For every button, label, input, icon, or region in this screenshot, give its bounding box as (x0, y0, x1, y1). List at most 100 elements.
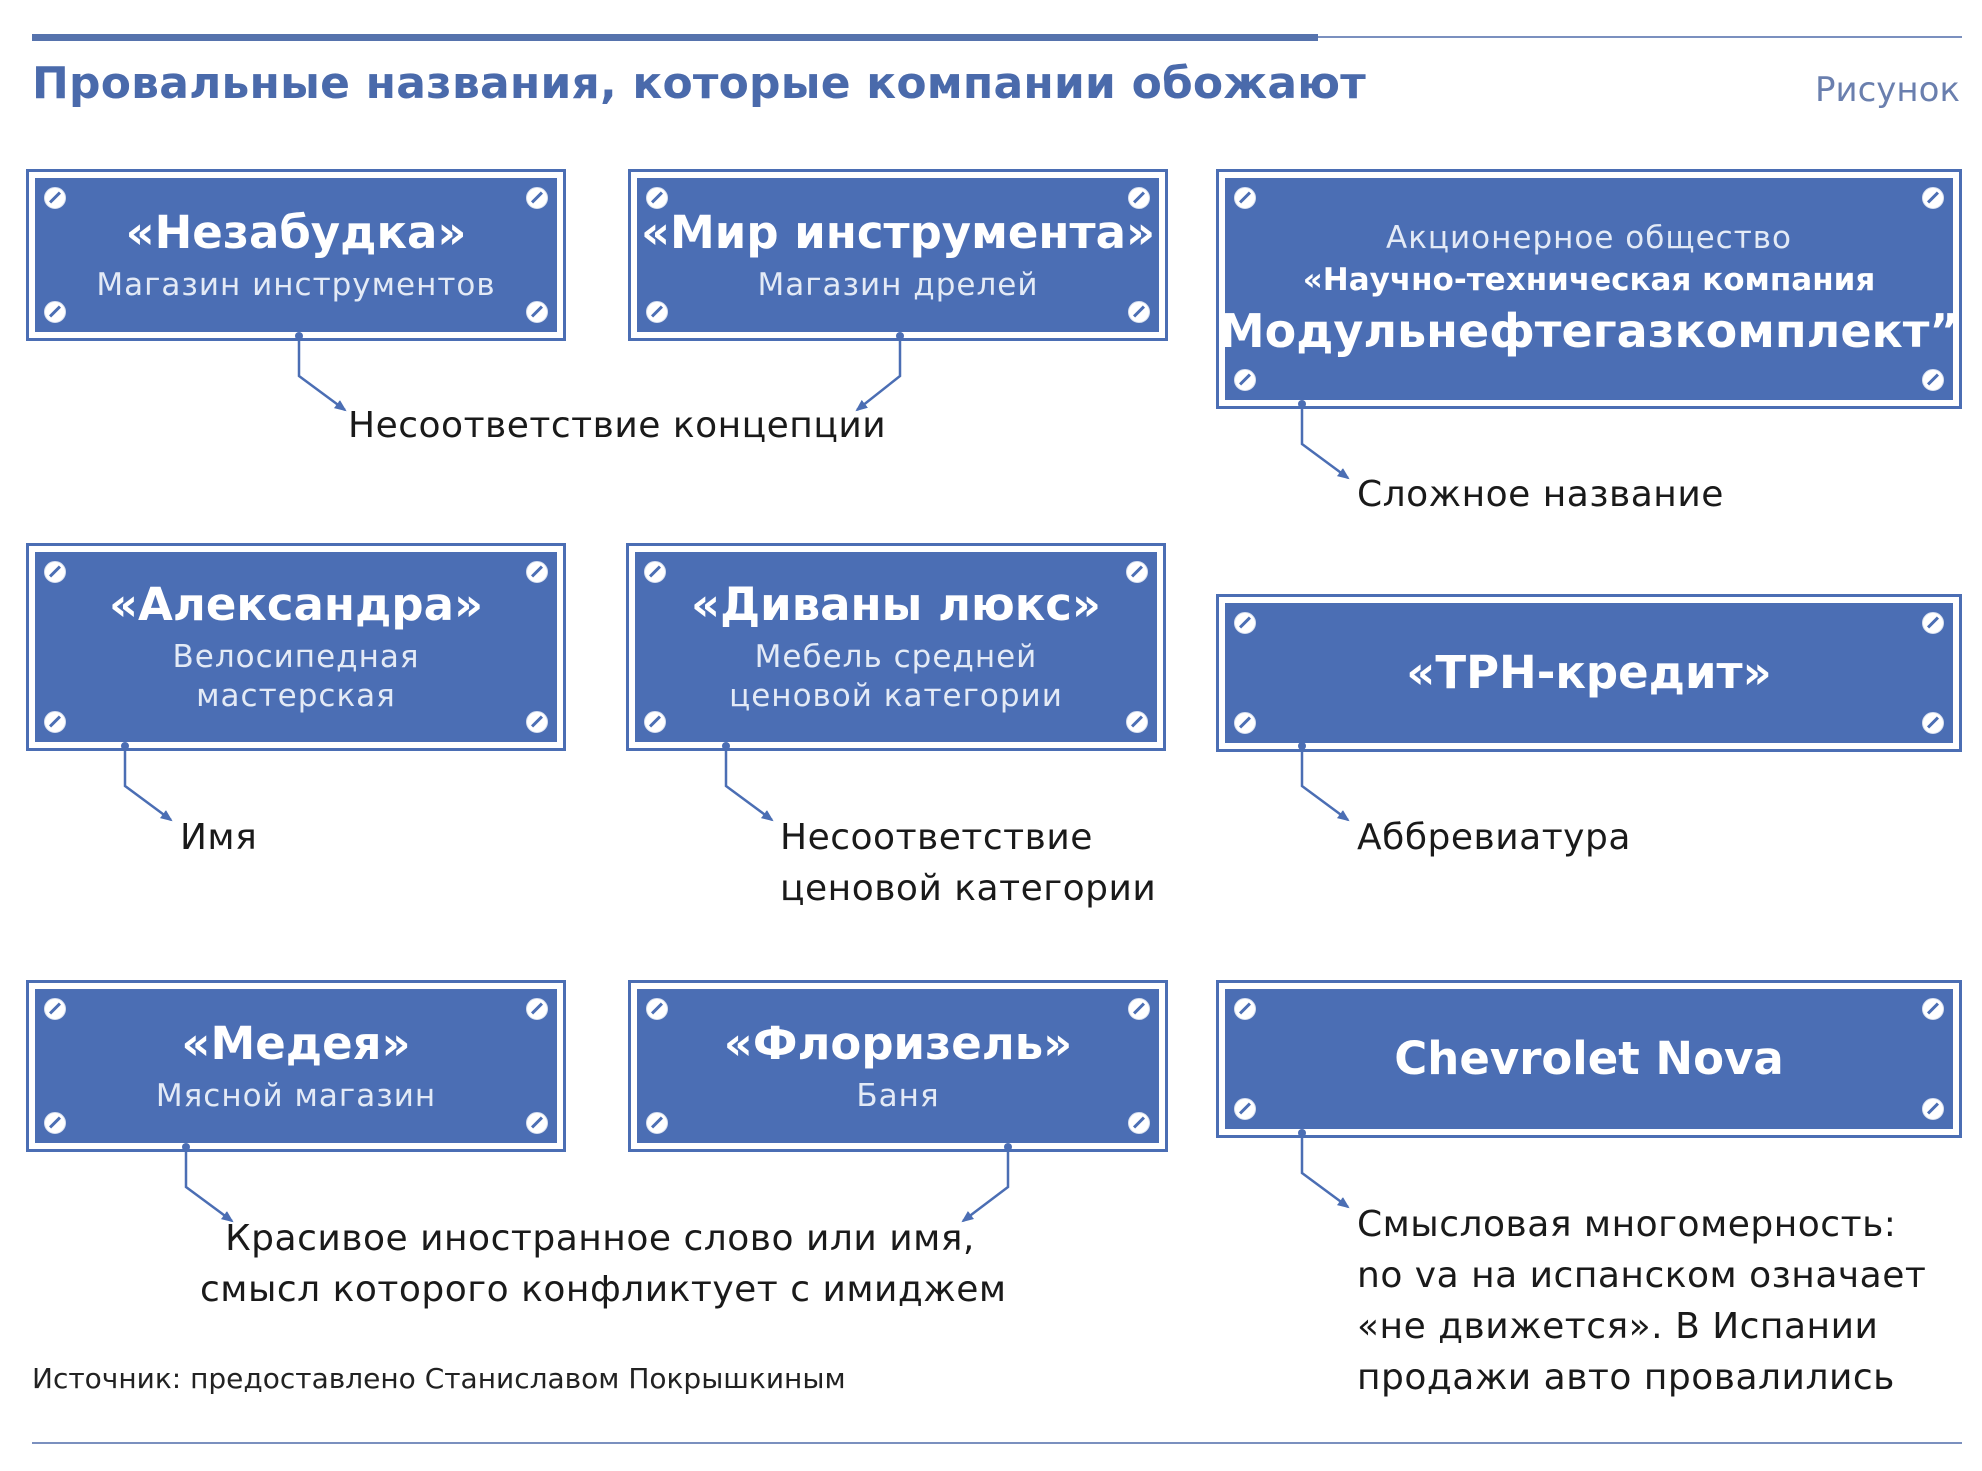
caption-foreign-word: Красивое иностранное слово или имя, смыс… (200, 1213, 1007, 1315)
caption-abbreviation: Аббревиатура (1357, 812, 1631, 863)
screw-icon (646, 187, 668, 209)
screw-icon (1234, 1098, 1256, 1120)
screw-icon (1922, 998, 1944, 1020)
screw-icon (526, 561, 548, 583)
sign-title: «Диваны люкс» (691, 578, 1101, 632)
caption-text: Имя (180, 817, 258, 858)
sign-prefix: Акционерное общество (1385, 219, 1793, 256)
screw-icon (526, 301, 548, 323)
source-note: Источник: предоставлено Станиславом Покр… (32, 1362, 846, 1395)
screw-icon (44, 711, 66, 733)
caption-line: no va на испанском означает (1357, 1255, 1927, 1296)
screw-icon (646, 301, 668, 323)
sign-title: «Александра» (108, 578, 484, 632)
sign-nezabudka: «Незабудка» Магазин инструментов (26, 169, 566, 341)
sign-title: «Флоризель» (723, 1016, 1073, 1070)
caption-line: «не движется». В Испании (1357, 1306, 1879, 1347)
screw-icon (44, 301, 66, 323)
footer-rule (32, 1442, 1962, 1444)
connector-arrow (961, 1147, 1010, 1223)
sign-title: «ТРН-кредит» (1406, 646, 1772, 699)
sign-subtitle-line2: мастерская (196, 678, 396, 714)
screw-icon (646, 1112, 668, 1134)
caption-line: продажи авто провалились (1357, 1357, 1895, 1398)
caption-text: Аббревиатура (1357, 817, 1631, 858)
connector-dot (1298, 400, 1306, 408)
screw-icon (44, 561, 66, 583)
sign-title: Chevrolet Nova (1394, 1032, 1784, 1085)
screw-icon (1922, 187, 1944, 209)
caption-line: ценовой категории (780, 868, 1157, 909)
connector-dot (722, 742, 730, 750)
header-rule-thin (1318, 36, 1962, 38)
sign-title: «Медея» (181, 1016, 411, 1070)
screw-icon (1922, 1098, 1944, 1120)
screw-icon (44, 998, 66, 1020)
screw-icon (44, 1112, 66, 1134)
caption-ambiguity: Смысловая многомерность: no va на испанс… (1357, 1199, 1926, 1403)
caption-line: Несоответствие (780, 817, 1093, 858)
screw-icon (646, 998, 668, 1020)
caption-concept-mismatch: Несоответствие концепции (348, 400, 886, 451)
screw-icon (1128, 301, 1150, 323)
sign-title: “Модульнефтегазкомплект”» (1188, 303, 1982, 358)
sign-aleksandra: «Александра» Велосипедная мастерская (26, 543, 566, 751)
connector-arrow (855, 336, 902, 412)
connector-dot (1298, 742, 1306, 750)
sign-divany-lyuks: «Диваны люкс» Мебель средней ценовой кат… (626, 543, 1166, 751)
connector-dot (1004, 1143, 1012, 1151)
screw-icon (1922, 712, 1944, 734)
screw-icon (1922, 612, 1944, 634)
screw-icon (526, 187, 548, 209)
screw-icon (1922, 369, 1944, 391)
connector-arrow (184, 1147, 234, 1223)
connector-dot (121, 742, 129, 750)
sign-medeya: «Медея» Мясной магазин (26, 980, 566, 1152)
sign-subtitle: Баня (856, 1077, 940, 1114)
caption-line: смысл которого конфликтует с имиджем (200, 1269, 1007, 1310)
connector-dot (182, 1143, 190, 1151)
sign-title: «Мир инструмента» (640, 205, 1156, 259)
caption-first-name: Имя (180, 812, 257, 863)
figure-label: Рисунок (1815, 70, 1960, 110)
caption-price-mismatch: Несоответствие ценовой категории (780, 812, 1156, 914)
sign-chevrolet-nova: Chevrolet Nova (1216, 980, 1962, 1138)
connector-arrow (123, 746, 173, 822)
screw-icon (1128, 1112, 1150, 1134)
screw-icon (1234, 612, 1256, 634)
caption-line: Смысловая многомерность: (1357, 1204, 1897, 1245)
screw-icon (1234, 998, 1256, 1020)
caption-line: Красивое иностранное слово или имя, (225, 1218, 975, 1259)
connector-arrow (724, 746, 774, 822)
screw-icon (44, 187, 66, 209)
connector-dot (1298, 1129, 1306, 1137)
sign-middle-line: «Научно-техническая компания (1302, 261, 1876, 298)
sign-subtitle-line1: Велосипедная (172, 639, 420, 676)
sign-subtitle: Мясной магазин (155, 1077, 437, 1114)
sign-modulneftegazkomplekt: Акционерное общество «Научно-техническая… (1189, 169, 1982, 409)
connector-arrow (297, 336, 347, 412)
caption-text: Сложное название (1357, 474, 1724, 515)
connector-arrow (1300, 746, 1350, 822)
connector-dot (896, 332, 904, 340)
caption-text: Несоответствие концепции (348, 405, 887, 446)
screw-icon (526, 1112, 548, 1134)
sign-florizel: «Флоризель» Баня (628, 980, 1168, 1152)
connector-arrow (1300, 1133, 1350, 1209)
sign-subtitle: Магазин инструментов (96, 266, 496, 303)
sign-mir-instrumenta: «Мир инструмента» Магазин дрелей (628, 169, 1168, 341)
screw-icon (526, 711, 548, 733)
connector-arrow (1300, 404, 1350, 480)
screw-icon (644, 711, 666, 733)
screw-icon (1128, 998, 1150, 1020)
screw-icon (1126, 561, 1148, 583)
sign-subtitle-line1: Мебель средней (754, 639, 1038, 676)
screw-icon (526, 998, 548, 1020)
sign-subtitle: Магазин дрелей (757, 266, 1039, 303)
screw-icon (1234, 187, 1256, 209)
screw-icon (1126, 711, 1148, 733)
screw-icon (1234, 369, 1256, 391)
screw-icon (644, 561, 666, 583)
page-title: Провальные названия, которые компании об… (32, 58, 1366, 109)
